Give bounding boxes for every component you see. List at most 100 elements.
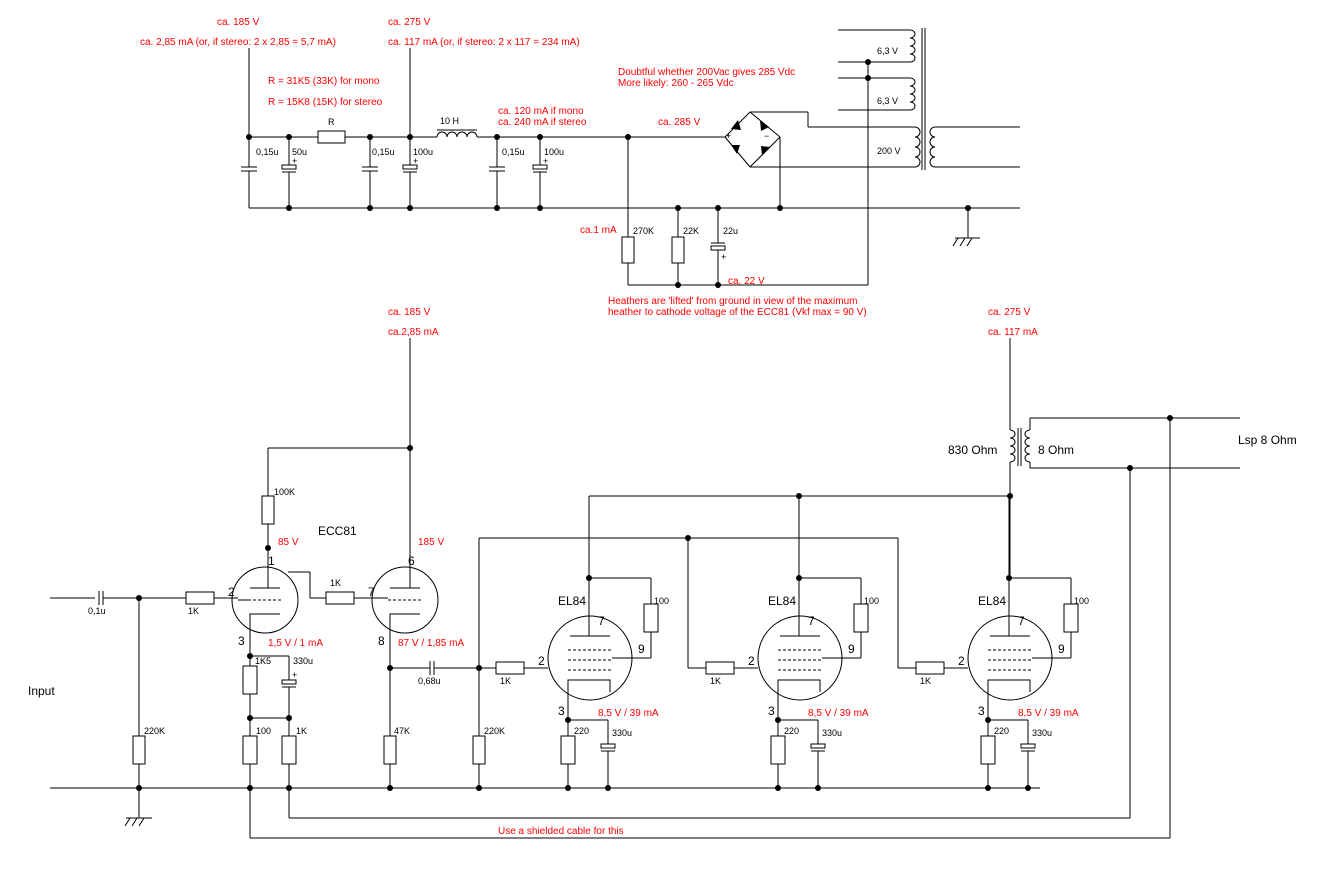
r100k-label: 100K [274,487,295,497]
tube-name-el84: EL84 [768,594,796,608]
ground-icon [959,237,966,247]
output-stage: ca. 275 V ca. 117 mA 830 Ohm 8 Ohm Lsp 8… [50,307,1297,839]
pin-3: 3 [768,704,775,718]
r220k-b-label: 220K [484,726,505,736]
resistor-220k-b [472,735,486,765]
ground-icon [124,817,131,827]
rgrid-label: 1K [920,676,931,686]
psu-doubt-2: More likely: 260 - 265 Vdc [618,78,734,89]
diode-icon [731,145,740,154]
triode-1 [231,566,299,634]
tube-name-ecc81: ECC81 [318,524,357,538]
r1k-fb-label: 1K [296,726,307,736]
resistor-g2 [1063,603,1079,633]
psu-v285: ca. 285 V [658,117,701,128]
out-i117: ca. 117 mA [988,327,1038,338]
resistor-22k [671,236,685,264]
resistor-g2 [643,603,659,633]
pin-2: 2 [958,654,965,668]
psu-i185: ca. 2,85 mA (or, if stereo: 2 x 2,85 = 5… [140,37,336,48]
pin-7: 7 [808,614,815,628]
ck-label: 330u [1032,728,1052,738]
junction-dot [985,785,991,791]
rk-label: 220 [994,726,1009,736]
output-primary [1009,429,1016,463]
resistor-1k-in [185,591,215,605]
resistor-1k-grid [495,661,525,675]
pin-2: 2 [538,654,545,668]
op1-label: 1,5 V / 1 mA [268,638,323,649]
power-supply: ca. 185 V ca. 2,85 mA (or, if stereo: 2 … [140,17,1020,318]
r270-label: 270K [633,226,654,236]
junction-dot [1025,785,1031,791]
plus-sign: + [726,131,731,141]
elco-330u [281,679,297,685]
sec3-label: 200 V [877,146,901,156]
heater-note-2: heather to cathode voltage of the ECC81 … [608,307,867,318]
in-cap-label: 0,1u [88,606,106,616]
op-label: 8,5 V / 39 mA [598,708,659,719]
pin-1: 1 [268,554,275,568]
resistor-220k [132,735,146,765]
psu-r-stereo: R = 15K8 (15K) for stereo [268,97,383,108]
ground-icon [131,817,138,827]
pin-2: 2 [748,654,755,668]
lsp-label[interactable]: Lsp 8 Ohm [1238,433,1297,447]
resistor-k [560,735,576,765]
pin-7: 7 [368,585,375,599]
op2-label: 87 V / 1,85 mA [398,638,464,649]
pin-9: 9 [638,642,645,656]
r47k-label: 47K [394,726,410,736]
secondary-winding [909,77,916,111]
resistor-grid [705,661,735,675]
pin-8: 8 [378,634,385,648]
op-label: 8,5 V / 39 mA [808,708,869,719]
resistor-k [980,735,996,765]
rk-label: 220 [784,726,799,736]
rk-label: 220 [574,726,589,736]
psu-r-mono: R = 31K5 (33K) for mono [268,76,380,87]
output-secondary [1024,429,1031,463]
c22-label: 22u [723,226,738,236]
resistor-k [770,735,786,765]
r220k-label: 220K [144,726,165,736]
heater-note-1: Heathers are 'lifted' from ground in vie… [608,296,857,307]
psu-v275: ca. 275 V [388,17,431,28]
pin-7: 7 [1018,614,1025,628]
psu-v185: ca. 185 V [217,17,260,28]
plus-sign: + [543,156,548,166]
rg2-label: 100 [864,596,879,606]
psu-i-mono: ca. 120 mA if mono [498,106,584,117]
pentode-cathode [777,679,821,700]
elco-22u [710,245,726,251]
junction-dot [775,785,781,791]
triode-cathode [389,613,420,622]
pin-7: 7 [598,614,605,628]
elco-100u [402,164,418,170]
plus-sign: + [413,156,418,166]
r1k-grid-label: 1K [500,676,511,686]
choke-inductor [436,131,478,138]
plus-sign: + [721,252,726,262]
cap-c4-label: 100u [413,147,433,157]
resistor-1k-mid [325,591,355,605]
elco-k [810,743,826,749]
out-v275: ca. 275 V [988,307,1031,318]
diode-icon [760,120,769,131]
pre-i285: ca.2,85 mA [388,327,439,338]
pin-2: 2 [228,585,235,599]
pin-6: 6 [408,554,415,568]
pin-9: 9 [848,642,855,656]
elco-100u-2 [532,164,548,170]
cap-c3-label: 0,15u [372,147,395,157]
resistor-grid [915,661,945,675]
cap-c1-label: 0,15u [256,147,279,157]
ground-icon [966,237,973,247]
tube-name-el84: EL84 [558,594,586,608]
choke-label: 10 H [440,116,459,126]
pentode-cathode [987,679,1031,700]
resistor-g2 [853,603,869,633]
sec2-label: 6,3 V [877,96,898,106]
